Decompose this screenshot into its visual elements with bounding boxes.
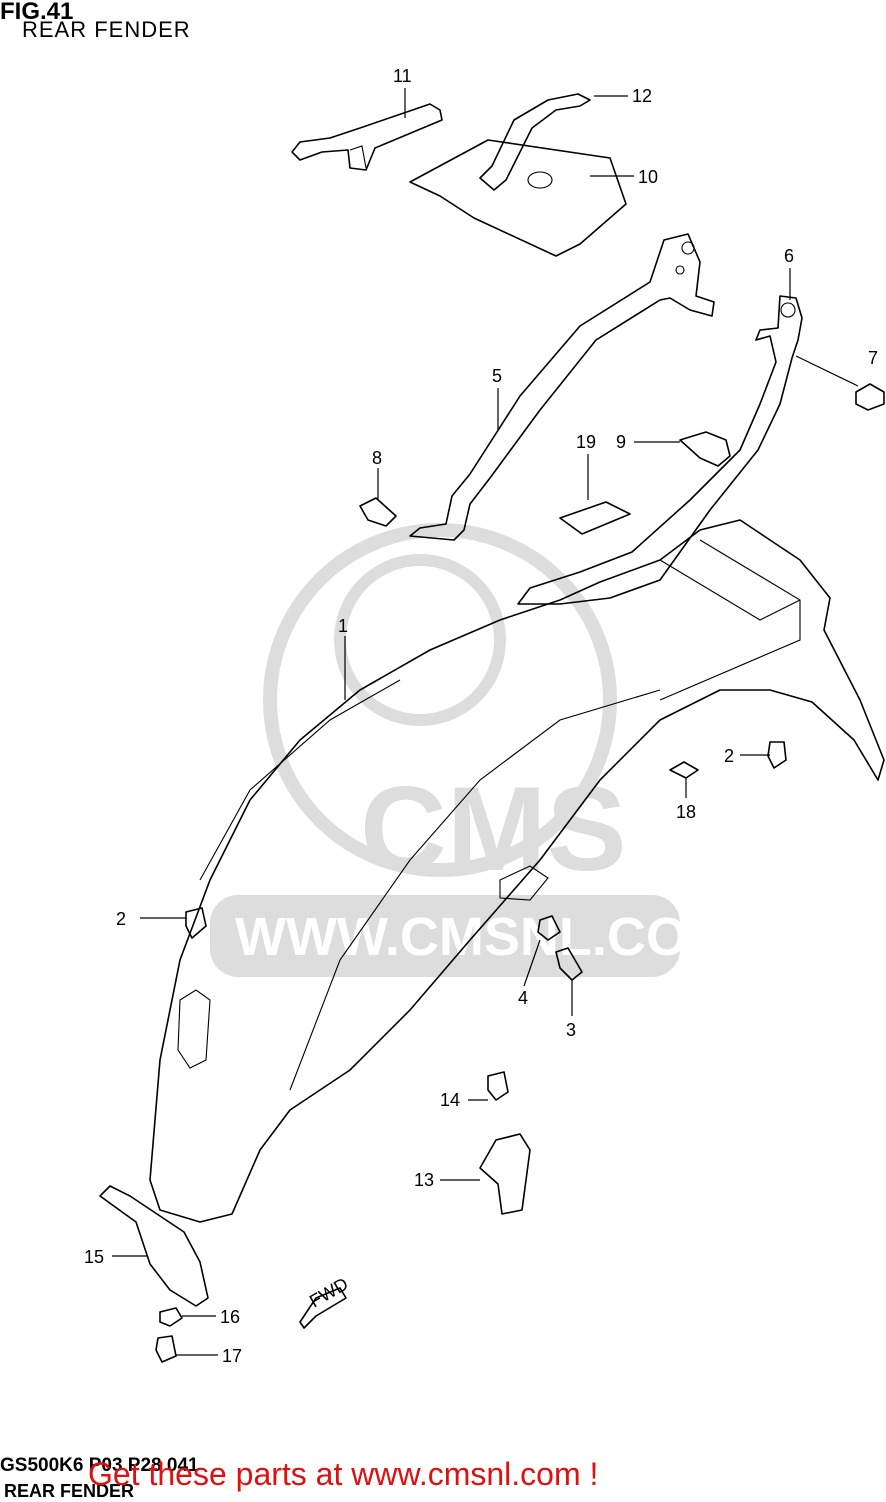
diagram-code: GS500K6 P03 P28 041 [0, 1455, 199, 1476]
callout-19: 19 [576, 432, 596, 452]
part-9-clip [679, 431, 731, 467]
watermark-brand: CMS [360, 762, 627, 896]
callout-4: 4 [518, 988, 528, 1008]
callout-18: 18 [676, 802, 696, 822]
callout-6: 6 [784, 246, 794, 266]
part-6-bracket [517, 295, 803, 605]
callout-5: 5 [492, 366, 502, 386]
fwd-label: FWD [306, 1274, 351, 1312]
bolts [155, 383, 885, 1363]
callout-8: 8 [372, 448, 382, 468]
figure-number: FIG.41 [0, 0, 74, 25]
promo-link[interactable]: Get these parts at www.cmsnl.com ! [88, 1456, 599, 1492]
figure-title: REAR FENDER [22, 17, 191, 42]
cms-watermark: CMS WWW.CMSNL.COM [210, 523, 733, 977]
callout-7: 7 [868, 348, 878, 368]
diagram-subtitle: REAR FENDER [4, 1481, 135, 1501]
watermark-url: WWW.CMSNL.COM [235, 907, 733, 967]
callout-15: 15 [84, 1247, 104, 1267]
part-16-nut [159, 1307, 183, 1327]
part-13-clamp [479, 1133, 531, 1215]
callout-10: 10 [638, 167, 658, 187]
callouts: 11 12 10 6 7 5 19 9 8 1 2 18 2 4 3 14 13… [84, 66, 878, 1366]
callout-12: 12 [632, 86, 652, 106]
part-5-bracket [409, 233, 715, 541]
callout-3: 3 [566, 1020, 576, 1040]
callout-17: 17 [222, 1346, 242, 1366]
callout-1: 1 [338, 616, 348, 636]
part-10-tray [409, 139, 627, 257]
callout-11: 11 [393, 66, 412, 86]
callout-13: 13 [414, 1170, 434, 1190]
callout-2-right: 2 [724, 746, 734, 766]
callout-14: 14 [440, 1090, 460, 1110]
part-11-strap [291, 103, 443, 171]
part-19-pad [559, 501, 631, 535]
leader-lines [112, 88, 859, 1356]
part-18-label [669, 761, 699, 779]
callout-16: 16 [220, 1307, 240, 1327]
part-1-fender [149, 519, 885, 1223]
part-12-band [479, 93, 591, 191]
callout-9: 9 [616, 432, 626, 452]
fwd-arrow: FWD [299, 1274, 351, 1329]
callout-2-left: 2 [116, 909, 126, 929]
part-15-stay [99, 1185, 209, 1307]
